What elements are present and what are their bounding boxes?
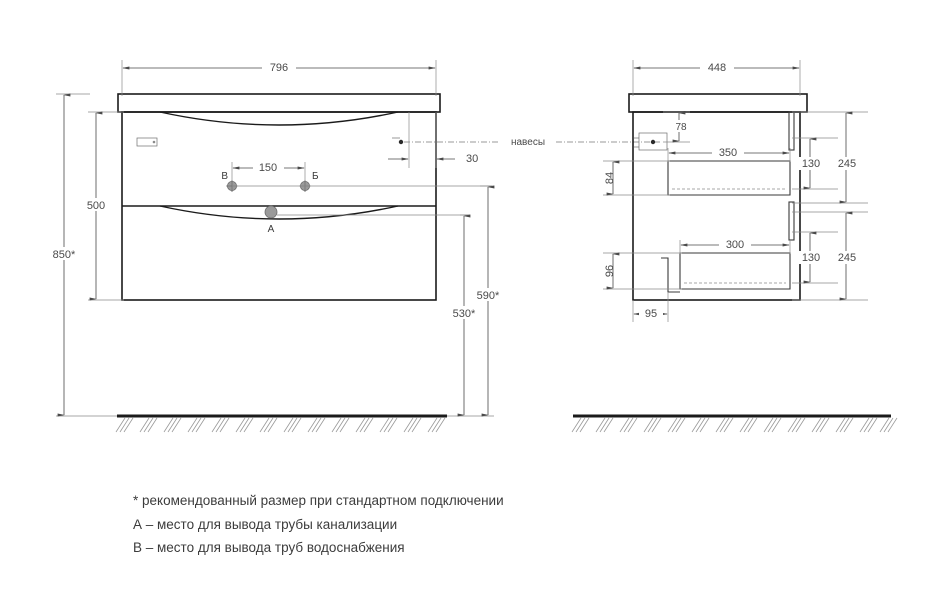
side-hanger-rail-top: [788, 111, 795, 151]
front-dim-530: 530*: [440, 214, 483, 417]
dim-96-label: 96: [604, 265, 616, 277]
side-dim-130-lower: 130: [792, 231, 838, 284]
dim-78-label: 78: [675, 122, 687, 133]
front-hanger-bracket-right: [392, 137, 404, 145]
side-lower-drawer: [679, 252, 791, 290]
side-dim-95: 95: [632, 292, 669, 322]
dim-30-label: 30: [466, 153, 478, 165]
side-dim-96: 96: [603, 252, 682, 290]
side-upper-drawer: [667, 160, 791, 196]
dim-130-upper-label: 130: [802, 158, 820, 170]
front-hanger-bracket-left: [136, 137, 158, 147]
dim-300-label: 300: [726, 239, 744, 251]
dim-245-lower-label: 245: [838, 252, 856, 264]
side-dim-300: 300: [679, 238, 791, 254]
dim-84-label: 84: [604, 172, 616, 184]
front-dim-500: 500: [82, 111, 124, 301]
side-dim-84: 84: [603, 160, 670, 196]
hanger-callout-label: навесы: [511, 137, 545, 148]
dim-850-label: 850*: [53, 249, 76, 261]
side-plinth: [661, 257, 680, 293]
legend-line-3: В – место для вывода труб водоснабжения: [133, 540, 405, 555]
side-ground-hatching: [571, 417, 898, 433]
water-outlet-left-label: В: [221, 171, 228, 182]
side-view-group: 448 78 350 300: [571, 60, 898, 433]
water-outlet-right: Б: [299, 171, 319, 192]
legend-line-2: А – место для вывода трубы канализации: [133, 517, 397, 532]
side-cabinet-body: [632, 111, 801, 301]
front-dim-796: 796: [121, 60, 437, 96]
water-outlet-left: В: [221, 171, 238, 192]
dim-95-label: 95: [645, 308, 657, 320]
dim-530-label: 530*: [453, 308, 476, 320]
front-countertop: [117, 93, 441, 113]
front-view-group: навесы 30 796 500: [48, 60, 660, 433]
front-dim-150: 150: [231, 161, 306, 192]
drain-outlet: A: [264, 205, 278, 235]
legend-line-1: * рекомендованный размер при стандартном…: [133, 493, 504, 508]
side-countertop: [628, 93, 808, 113]
side-dim-245-upper: 245: [792, 111, 868, 204]
side-hanger-rail-middle: [788, 201, 795, 241]
side-dim-448: 448: [632, 60, 801, 96]
side-dim-245-lower: 245: [792, 211, 868, 301]
front-ground-hatching: [115, 417, 446, 433]
side-dim-350: 350: [667, 146, 791, 162]
side-dim-130-upper: 130: [792, 137, 838, 190]
dim-796-label: 796: [270, 62, 288, 74]
side-dim-78: 78: [663, 111, 692, 143]
front-dim-850: 850*: [48, 93, 118, 417]
front-dim-590: 590*: [469, 185, 507, 417]
front-lower-drawer-wave: [159, 205, 399, 220]
drain-outlet-label: A: [268, 224, 275, 235]
water-outlet-right-label: Б: [312, 171, 319, 182]
front-dim-30: 30: [388, 112, 478, 168]
dim-500-label: 500: [87, 200, 105, 212]
dim-590-label: 590*: [477, 290, 500, 302]
legend-block: * рекомендованный размер при стандартном…: [133, 493, 504, 555]
side-hanger-bracket: [634, 132, 668, 151]
dim-350-label: 350: [719, 147, 737, 159]
dim-448-label: 448: [708, 62, 726, 74]
dim-150-label: 150: [259, 162, 277, 174]
dim-245-upper-label: 245: [838, 158, 856, 170]
dim-130-lower-label: 130: [802, 252, 820, 264]
front-upper-drawer-wave: [159, 111, 399, 126]
